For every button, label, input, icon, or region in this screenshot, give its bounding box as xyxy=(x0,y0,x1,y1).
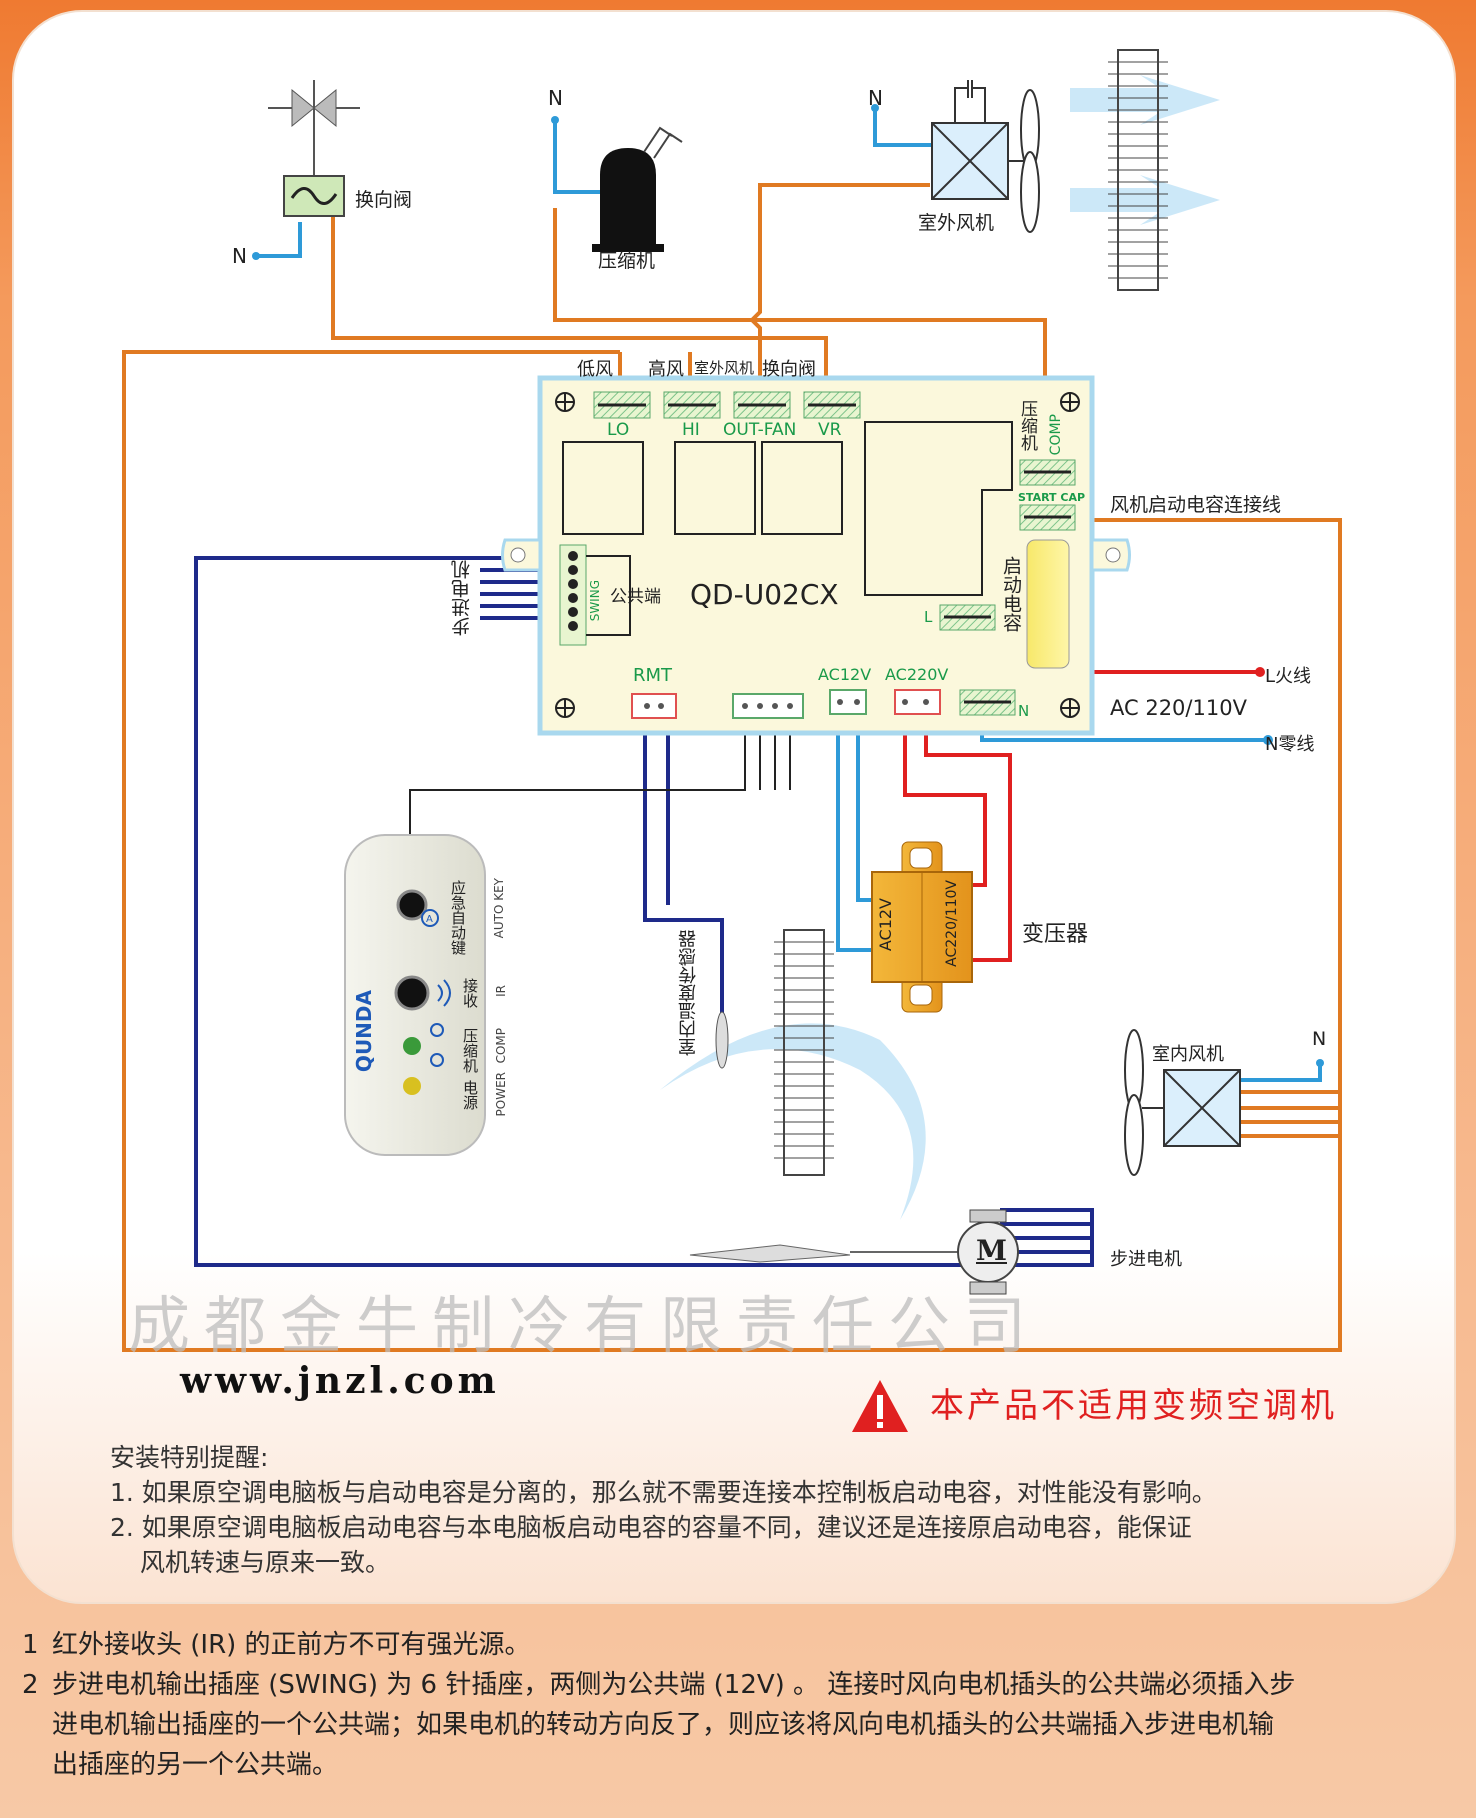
reversing-valve-label: 换向阀 xyxy=(355,189,413,211)
footer-note-number: 1 xyxy=(22,1630,39,1660)
comp-connector-label: COMP xyxy=(1048,414,1064,456)
outdoor-fan xyxy=(931,80,1040,233)
swing-connector-label: SWING xyxy=(588,580,602,622)
footer-note-text: 进电机输出插座的一个公共端；如果电机的转动方向反了，则应该将风向电机插头的公共端… xyxy=(52,1710,1275,1740)
footer-note: 2 步进电机输出插座 (SWING) 为 6 针插座，两侧为公共端 (12V) … xyxy=(22,1665,1452,1705)
power-indicator-label: POWER xyxy=(494,1072,508,1117)
outdoor-fan-label: 室外风机 xyxy=(918,212,995,234)
main-panel xyxy=(12,10,1456,1604)
lo-connector-label: LO xyxy=(607,420,630,440)
website-link[interactable]: www.jnzl.com xyxy=(180,1360,500,1402)
l-connector-label: L xyxy=(924,608,933,626)
common-terminal-label: 公共端 xyxy=(610,587,661,607)
brand-logo: QUNDA xyxy=(352,990,376,1073)
stepper-motor-label: 步进电机 xyxy=(1110,1249,1182,1270)
voltage-label: AC 220/110V xyxy=(1110,696,1247,720)
high-speed-label: 高风 xyxy=(648,359,684,380)
transformer-ac220-label: AC220/110V xyxy=(944,880,960,967)
outdoor-radiator xyxy=(1070,49,1220,291)
transformer-ac12v-label: AC12V xyxy=(876,898,895,952)
footer-note: 进电机输出插座的一个公共端；如果电机的转动方向反了，则应该将风向电机插头的公共端… xyxy=(22,1705,1452,1745)
install-note-2: 2. 如果原空调电脑板启动电容与本电脑板启动电容的容量不同，建议还是连接原启动电… xyxy=(110,1513,1192,1542)
footer-notes: 1 红外接收头 (IR) 的正前方不可有强光源。 2 步进电机输出插座 (SWI… xyxy=(22,1625,1452,1785)
indoor-fan-label: 室内风机 xyxy=(1152,1044,1224,1065)
hi-connector-label: HI xyxy=(682,420,700,440)
comp-indicator-label: COMP xyxy=(494,1028,508,1064)
rmt-connector-label: RMT xyxy=(633,665,673,686)
footer-note-text: 出插座的另一个公共端。 xyxy=(52,1750,339,1780)
auto-key-cn-label: 应急自动键 xyxy=(449,880,467,955)
stepper-motor xyxy=(689,1209,1019,1295)
low-speed-label: 低风 xyxy=(577,359,613,380)
neutral-label-outfan: N xyxy=(868,86,883,110)
install-notes: 安装特别提醒: 1. 如果原空调电脑板与启动电容是分离的，那么就不需要连接本控制… xyxy=(110,1440,1410,1580)
auto-key-label: AUTO KEY xyxy=(492,878,506,939)
indoor-fan xyxy=(1124,1029,1241,1176)
footer-note: 出插座的另一个公共端。 xyxy=(22,1745,1452,1785)
install-note-1: 1. 如果原空调电脑板与启动电容是分离的，那么就不需要连接本控制板启动电容，对性… xyxy=(110,1478,1217,1507)
n-connector-label: N xyxy=(1018,702,1030,720)
ir-receiver: A xyxy=(344,834,486,1156)
stepper-side-label: 步进电机 xyxy=(451,560,473,636)
footer-note-text: 步进电机输出插座 (SWING) 为 6 针插座，两侧为公共端 (12V) 。 … xyxy=(52,1670,1296,1700)
neutral-label-indoor: N xyxy=(1312,1028,1327,1050)
vr-cn-label: 换向阀 xyxy=(762,359,816,380)
ac12v-connector-label: AC12V xyxy=(818,665,872,684)
neutral-label-compressor: N xyxy=(548,86,563,110)
ir-cn-label: 接收 xyxy=(461,978,479,1008)
live-wire-label: L火线 xyxy=(1265,666,1312,687)
indoor-evaporator xyxy=(660,929,926,1220)
svg-text:A: A xyxy=(426,914,433,925)
footer-note: 1 红外接收头 (IR) 的正前方不可有强光源。 xyxy=(22,1625,1452,1665)
vr-connector-label: VR xyxy=(818,420,842,440)
outfan-cn-label: 室外风机 xyxy=(694,359,755,377)
board-model-label: QD-U02CX xyxy=(690,578,839,611)
compressor-label: 压缩机 xyxy=(598,250,656,272)
neutral-label-valve: N xyxy=(232,244,247,268)
outfan-connector-label: OUT-FAN xyxy=(723,420,797,440)
control-board xyxy=(501,375,1131,736)
reversing-valve xyxy=(268,80,360,217)
fan-cap-line-label: 风机启动电容连接线 xyxy=(1110,494,1282,516)
receiver-wires xyxy=(409,720,791,840)
ir-label: IR xyxy=(494,985,508,997)
compressor xyxy=(592,126,683,252)
warning-icon xyxy=(852,1380,908,1432)
power-indicator-cn-label: 电源 xyxy=(461,1080,479,1110)
company-watermark: 成都金牛制冷有限责任公司 xyxy=(128,1289,1041,1362)
warning-banner: 本产品不适用变频空调机 xyxy=(850,1378,1337,1427)
warning-text: 本产品不适用变频空调机 xyxy=(930,1386,1337,1426)
navy-wires xyxy=(194,556,1094,1267)
install-note-3: 风机转速与原来一致。 xyxy=(140,1548,391,1577)
start-cap-connector-label: START CAP xyxy=(1018,491,1086,504)
room-sensor-label: 室内温度传感器 xyxy=(678,930,699,1056)
footer-note-text: 红外接收头 (IR) 的正前方不可有强光源。 xyxy=(52,1630,531,1660)
transformer-label: 变压器 xyxy=(1022,922,1089,947)
comp-indicator-cn-label: 压缩机 xyxy=(461,1028,479,1073)
install-notes-title: 安装特别提醒: xyxy=(110,1443,269,1472)
motor-symbol: M xyxy=(976,1234,1007,1267)
neutral-wire-label: N零线 xyxy=(1265,734,1315,755)
transformer xyxy=(871,841,973,1013)
ac220v-connector-label: AC220V xyxy=(885,665,949,684)
comp-cn-label: 压缩机 xyxy=(1017,400,1037,451)
start-cap-cn-label: 启动电容 xyxy=(1000,556,1022,632)
footer-note-number: 2 xyxy=(22,1670,39,1700)
